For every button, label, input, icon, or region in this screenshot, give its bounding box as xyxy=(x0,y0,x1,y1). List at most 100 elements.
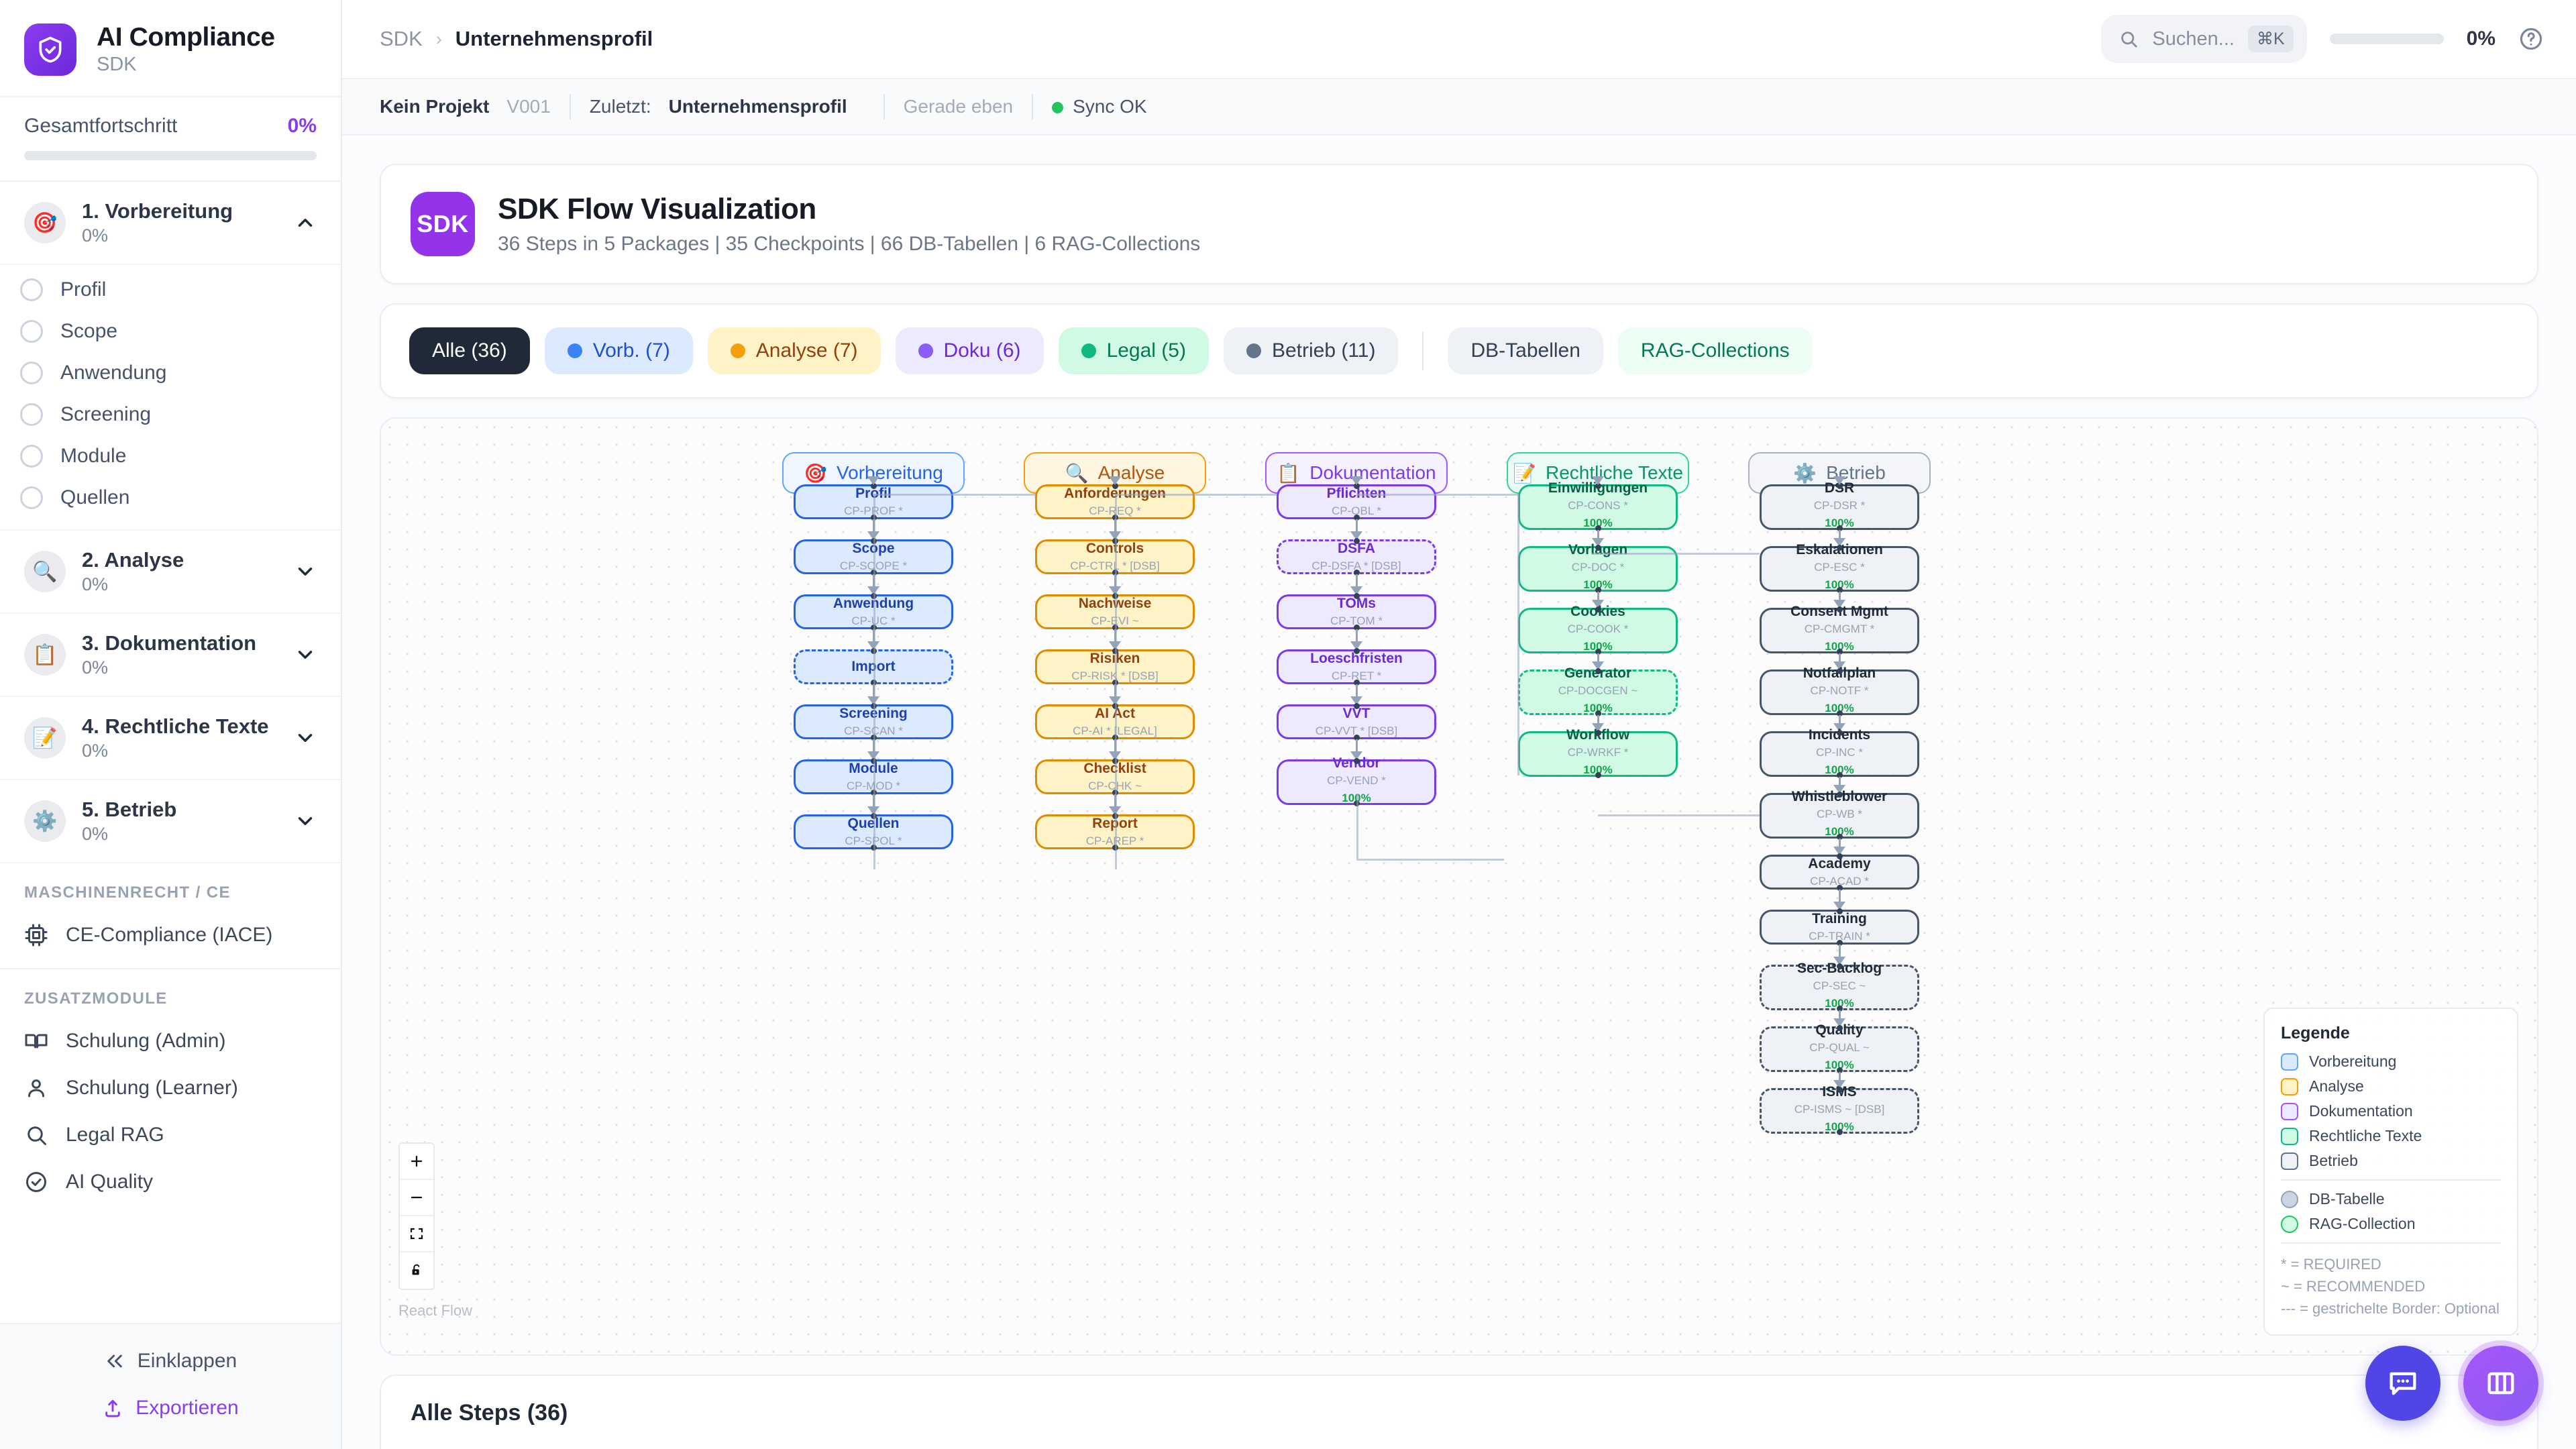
node-handle-top[interactable] xyxy=(1836,963,1843,969)
sidebar-item-profil[interactable]: Profil xyxy=(0,269,341,311)
node-handle-top[interactable] xyxy=(1836,792,1843,798)
node-handle-top[interactable] xyxy=(1353,758,1360,764)
sidebar-item-ce-compliance[interactable]: CE-Compliance (IACE) xyxy=(0,912,341,959)
panel-fab-button[interactable] xyxy=(2463,1346,2538,1421)
node-handle-bottom[interactable] xyxy=(1836,1129,1843,1135)
flow-node-generator[interactable]: GeneratorCP-DOCGEN ~100% xyxy=(1518,665,1678,716)
zoom-out-button[interactable] xyxy=(400,1180,433,1216)
node-handle-top[interactable] xyxy=(1595,483,1601,489)
node-handle-bottom[interactable] xyxy=(1836,834,1843,840)
node-handle-bottom[interactable] xyxy=(1836,710,1843,716)
lock-toggle-button[interactable] xyxy=(400,1252,433,1289)
flow-canvas[interactable]: 🎯 Vorbereitung 🔍 Analyse 📋 Dokumentation… xyxy=(380,417,2538,1356)
flow-node-einwilligungen[interactable]: EinwilligungenCP-CONS *100% xyxy=(1518,480,1678,531)
node-handle-bottom[interactable] xyxy=(1595,525,1601,531)
node-handle-bottom[interactable] xyxy=(1836,940,1843,946)
node-handle-bottom[interactable] xyxy=(1836,885,1843,891)
node-handle-bottom[interactable] xyxy=(1836,772,1843,778)
brand-header[interactable]: AI Compliance SDK xyxy=(0,0,341,97)
sidebar-item-scope[interactable]: Scope xyxy=(0,311,341,352)
sidebar-phase-analyse[interactable]: 🔍 2. Analyse 0% xyxy=(0,531,341,614)
flow-node-cookies[interactable]: CookiesCP-COOK *100% xyxy=(1518,604,1678,655)
flow-node-sec-backlog[interactable]: Sec-BacklogCP-SEC ~100% xyxy=(1760,961,1919,1012)
node-handle-top[interactable] xyxy=(1836,1087,1843,1093)
node-handle-top[interactable] xyxy=(1836,668,1843,674)
node-handle-top[interactable] xyxy=(1836,1025,1843,1031)
filter-alle[interactable]: Alle (36) xyxy=(409,327,530,374)
node-handle-top[interactable] xyxy=(1353,703,1360,709)
node-handle-top[interactable] xyxy=(1836,730,1843,736)
sidebar-item-ai-quality[interactable]: AI Quality xyxy=(0,1159,341,1205)
node-handle-bottom[interactable] xyxy=(1353,680,1360,686)
flow-node-isms[interactable]: ISMSCP-ISMS ~ [DSB]100% xyxy=(1760,1084,1919,1135)
node-handle-bottom[interactable] xyxy=(1353,570,1360,576)
node-handle-bottom[interactable] xyxy=(1836,587,1843,593)
node-handle-bottom[interactable] xyxy=(1836,649,1843,655)
filter-doku[interactable]: Doku (6) xyxy=(895,327,1044,374)
flow-node-workflow[interactable]: WorkflowCP-WRKF *100% xyxy=(1518,727,1678,778)
sidebar-item-quellen[interactable]: Quellen xyxy=(0,477,341,519)
node-handle-top[interactable] xyxy=(1836,545,1843,551)
node-handle-top[interactable] xyxy=(1595,606,1601,612)
sidebar-phase-betrieb[interactable]: ⚙️ 5. Betrieb 0% xyxy=(0,780,341,863)
node-handle-top[interactable] xyxy=(1353,483,1360,489)
sidebar-item-anwendung[interactable]: Anwendung xyxy=(0,352,341,394)
node-handle-top[interactable] xyxy=(1353,593,1360,599)
sidebar-phase-vorbereitung[interactable]: 🎯 1. Vorbereitung 0% xyxy=(0,182,341,265)
collapse-sidebar-button[interactable]: Einklappen xyxy=(0,1338,341,1385)
node-handle-top[interactable] xyxy=(1353,538,1360,544)
flow-node-incidents[interactable]: IncidentsCP-INC *100% xyxy=(1760,727,1919,778)
node-handle-bottom[interactable] xyxy=(1595,710,1601,716)
node-handle-top[interactable] xyxy=(1595,545,1601,551)
node-handle-top[interactable] xyxy=(1836,606,1843,612)
flow-node-pflichten[interactable]: PflichtenCP-OBL * xyxy=(1277,483,1436,521)
node-handle-bottom[interactable] xyxy=(1595,649,1601,655)
node-handle-bottom[interactable] xyxy=(1836,1067,1843,1073)
flow-node-quality[interactable]: QualityCP-QUAL ~100% xyxy=(1760,1022,1919,1073)
node-handle-top[interactable] xyxy=(1112,483,1118,489)
flow-node-eskalationen[interactable]: EskalationenCP-ESC *100% xyxy=(1760,542,1919,593)
node-handle-bottom[interactable] xyxy=(1595,772,1601,778)
sidebar-item-legal-rag[interactable]: Legal RAG xyxy=(0,1112,341,1159)
node-handle-bottom[interactable] xyxy=(1353,515,1360,521)
node-handle-top[interactable] xyxy=(870,483,877,489)
node-handle-top[interactable] xyxy=(1836,853,1843,859)
sidebar-phase-rechtliche-texte[interactable]: 📝 4. Rechtliche Texte 0% xyxy=(0,697,341,780)
node-handle-bottom[interactable] xyxy=(1595,587,1601,593)
sidebar-item-schulung-admin[interactable]: Schulung (Admin) xyxy=(0,1018,341,1065)
filter-db-tabellen[interactable]: DB-Tabellen xyxy=(1448,327,1603,374)
filter-vorbereitung[interactable]: Vorb. (7) xyxy=(544,327,693,374)
filter-legal[interactable]: Legal (5) xyxy=(1058,327,1209,374)
fit-view-button[interactable] xyxy=(400,1216,433,1252)
node-handle-bottom[interactable] xyxy=(1836,525,1843,531)
breadcrumb-root[interactable]: SDK xyxy=(380,27,423,50)
search-input[interactable]: Suchen... ⌘K xyxy=(2101,15,2307,63)
filter-rag-collections[interactable]: RAG-Collections xyxy=(1617,327,1813,374)
node-handle-top[interactable] xyxy=(1353,648,1360,654)
node-handle-bottom[interactable] xyxy=(1353,735,1360,741)
zoom-in-button[interactable] xyxy=(400,1144,433,1180)
sidebar-phase-dokumentation[interactable]: 📋 3. Dokumentation 0% xyxy=(0,614,341,697)
help-circle-icon[interactable] xyxy=(2518,26,2544,52)
node-handle-top[interactable] xyxy=(1595,668,1601,674)
node-handle-top[interactable] xyxy=(1836,908,1843,914)
flow-node-notfallplan[interactable]: NotfallplanCP-NOTF *100% xyxy=(1760,665,1919,716)
export-button[interactable]: Exportieren xyxy=(0,1385,341,1432)
flow-node-whistleblower[interactable]: WhistleblowerCP-WB *100% xyxy=(1760,789,1919,840)
sidebar-item-screening[interactable]: Screening xyxy=(0,394,341,435)
filter-betrieb[interactable]: Betrieb (11) xyxy=(1223,327,1399,374)
flow-node-dsr[interactable]: DSRCP-DSR *100% xyxy=(1760,480,1919,531)
sidebar-item-schulung-learner[interactable]: Schulung (Learner) xyxy=(0,1065,341,1112)
node-handle-bottom[interactable] xyxy=(1836,1006,1843,1012)
node-handle-top[interactable] xyxy=(1595,730,1601,736)
chat-fab-button[interactable] xyxy=(2365,1346,2440,1421)
filter-analyse[interactable]: Analyse (7) xyxy=(707,327,881,374)
node-handle-top[interactable] xyxy=(1836,483,1843,489)
